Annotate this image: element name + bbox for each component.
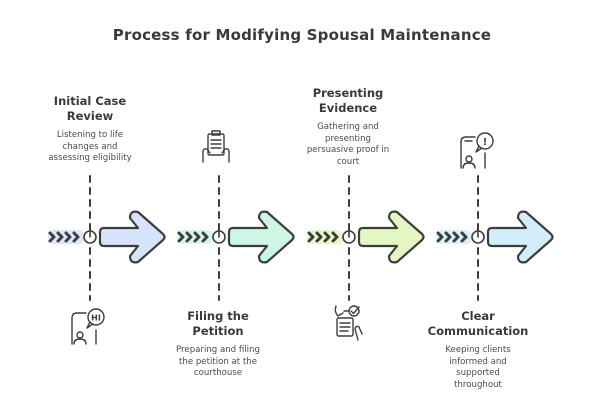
step-2-description-line: courthouse bbox=[193, 368, 243, 378]
chevron-icon bbox=[56, 231, 64, 243]
step-2-heading-line: Filing the bbox=[187, 309, 249, 323]
step-arrow-icon bbox=[486, 210, 554, 264]
step-4-marker bbox=[436, 175, 554, 301]
chevron-icon bbox=[436, 231, 444, 243]
step-4-description-line: supported bbox=[456, 368, 500, 378]
hi-icon-text: HI bbox=[91, 314, 101, 323]
step-1-description-line: assessing eligibility bbox=[48, 153, 132, 163]
step-1-heading-line: Initial Case bbox=[53, 94, 127, 108]
phone-chat-hi-icon: HI bbox=[71, 308, 105, 345]
chevron-icon bbox=[48, 231, 56, 243]
chevron-icon bbox=[460, 231, 468, 243]
step-4-description: Keeping clients informed and supported t… bbox=[408, 345, 548, 391]
chevron-icon bbox=[72, 231, 80, 243]
chevron-icon bbox=[64, 231, 72, 243]
step-3-description: Gathering and presenting persuasive proo… bbox=[278, 122, 418, 168]
step-arrow-icon bbox=[98, 210, 166, 264]
step-1-description: Listening to life changes and assessing … bbox=[20, 130, 160, 165]
step-4-description-line: throughout bbox=[454, 379, 502, 390]
step-1-heading: Initial Case Review bbox=[20, 94, 160, 124]
chevron-icon bbox=[315, 231, 323, 243]
chevron-icon bbox=[323, 231, 331, 243]
step-1-description-line: Listening to life bbox=[56, 130, 124, 140]
chevron-icon bbox=[185, 231, 193, 243]
step-4-text: Clear Communication Keeping clients info… bbox=[408, 309, 548, 391]
step-2-description-line: the petition at the bbox=[179, 356, 257, 367]
step-3-text: Presenting Evidence Gathering and presen… bbox=[278, 86, 418, 168]
step-4-heading-line: Clear bbox=[461, 309, 495, 323]
step-3-description-line: Gathering and bbox=[317, 122, 379, 132]
chevron-icon bbox=[307, 231, 315, 243]
checklist-approval-icon bbox=[334, 305, 363, 341]
step-4-description-line: informed and bbox=[449, 356, 507, 367]
chevron-icon bbox=[193, 231, 201, 243]
step-2-heading: Filing the Petition bbox=[148, 309, 288, 339]
step-3-heading-line: Presenting bbox=[312, 86, 384, 100]
alert-icon-text: ! bbox=[483, 137, 488, 148]
step-1-text: Initial Case Review Listening to life ch… bbox=[20, 94, 160, 165]
step-3-marker bbox=[307, 175, 425, 301]
step-arrow-icon bbox=[357, 210, 425, 264]
step-3-description-line: persuasive proof in bbox=[306, 145, 390, 155]
step-arrow-icon bbox=[227, 210, 295, 264]
step-4-heading-line: Communication bbox=[427, 324, 529, 338]
phone-alert-message-icon: ! bbox=[460, 132, 494, 169]
step-4-description-line: Keeping clients bbox=[445, 345, 511, 355]
step-3-heading-line: Evidence bbox=[318, 101, 378, 115]
step-2-text: Filing the Petition Preparing and filing… bbox=[148, 309, 288, 380]
step-1-description-line: changes and bbox=[62, 141, 118, 152]
step-2-heading-line: Petition bbox=[192, 324, 244, 338]
chevron-icon bbox=[331, 231, 339, 243]
chevron-icon bbox=[201, 231, 209, 243]
step-1-heading-line: Review bbox=[66, 109, 114, 123]
step-3-description-line: court bbox=[336, 156, 360, 167]
chevron-icon bbox=[452, 231, 460, 243]
chevron-icon bbox=[177, 231, 185, 243]
steps-layer bbox=[48, 175, 554, 301]
diagram-title: Process for Modifying Spousal Maintenanc… bbox=[112, 26, 492, 44]
step-3-heading: Presenting Evidence bbox=[278, 86, 418, 116]
chevron-icon bbox=[444, 231, 452, 243]
document-in-hands-icon bbox=[202, 130, 230, 163]
step-3-description-line: presenting bbox=[325, 133, 371, 144]
step-2-description: Preparing and filing the petition at the… bbox=[148, 345, 288, 380]
step-4-heading: Clear Communication bbox=[408, 309, 548, 339]
step-2-marker bbox=[177, 175, 295, 301]
step-2-description-line: Preparing and filing bbox=[176, 345, 260, 355]
step-1-marker bbox=[48, 175, 166, 301]
